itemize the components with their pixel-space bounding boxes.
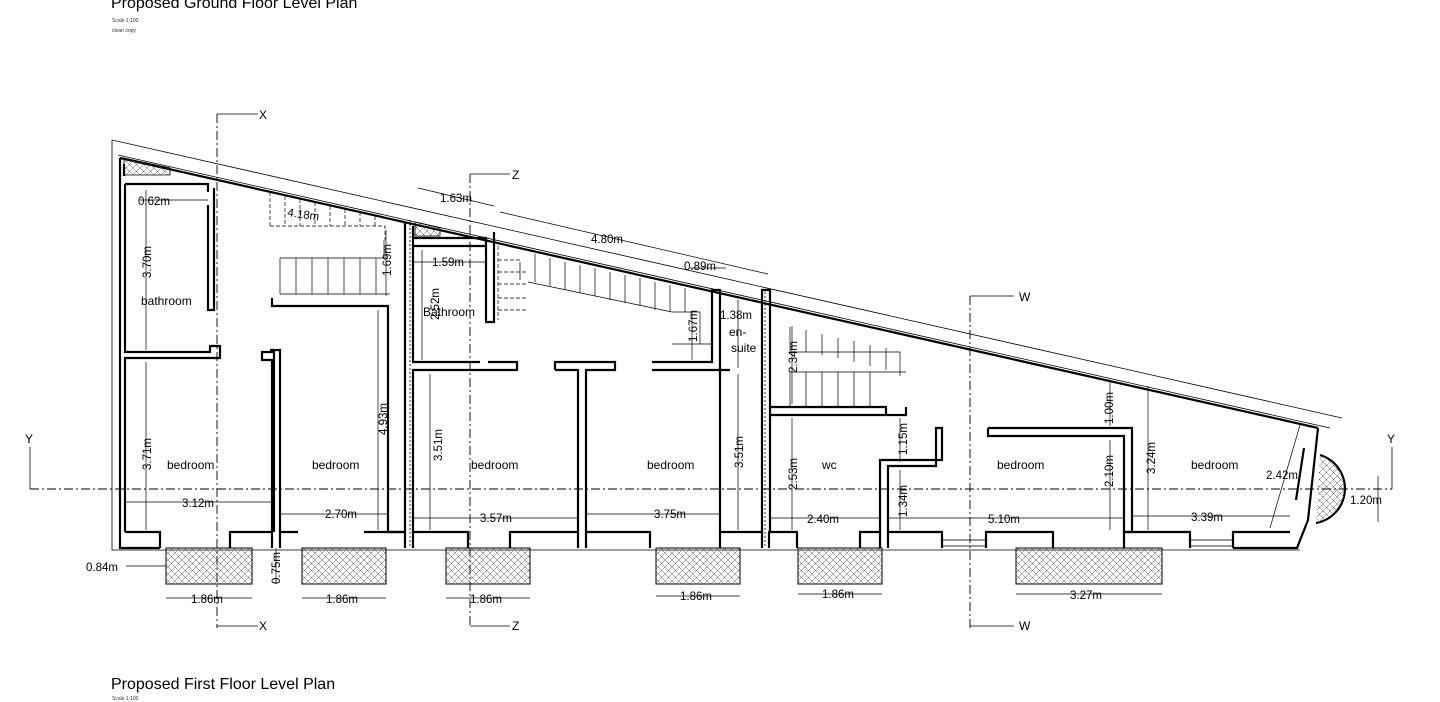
front-walls: [118, 530, 1300, 551]
room-label-ensuite-1: en-: [729, 325, 746, 339]
dim-2-52: 2.52m: [430, 288, 442, 320]
dim-3-71: 3.71m: [142, 438, 154, 470]
section-y-right: Y: [1387, 432, 1395, 446]
dim-1-15: 1.15m: [898, 423, 910, 455]
dim-3-57: 3.57m: [480, 513, 512, 525]
dim-1-67: 1.67m: [688, 310, 700, 342]
section-w-bottom: W: [1019, 619, 1031, 633]
dim-3-51-b: 3.51m: [734, 436, 746, 468]
dim-2-10: 2.10m: [1104, 455, 1116, 487]
dim-3-75: 3.75m: [654, 509, 686, 521]
room-label-bedroom-3: bedroom: [471, 458, 518, 472]
dim-4-80: 4.80m: [591, 234, 623, 246]
dim-3-24: 3.24m: [1146, 442, 1158, 474]
section-y-left: Y: [25, 432, 33, 446]
dim-3-12: 3.12m: [182, 498, 214, 510]
dim-0-84: 0.84m: [86, 562, 118, 574]
section-z-bottom: Z: [512, 619, 519, 633]
first-floor-plan-title: Proposed First Floor Level Plan: [111, 676, 336, 693]
room-label-bedroom-1: bedroom: [167, 458, 214, 472]
site-boundary: [111, 139, 1343, 551]
dim-1-86-b: 1.86m: [326, 594, 358, 606]
dim-1-59: 1.59m: [432, 257, 464, 269]
section-x-bottom: X: [259, 619, 267, 633]
hatched-areas: [123, 157, 1163, 585]
section-x-top: X: [259, 108, 267, 122]
dim-1-69: 1.69m: [382, 244, 394, 276]
dim-1-86-e: 1.86m: [822, 589, 854, 601]
dim-2-34: 2.34m: [788, 341, 800, 373]
room-label-bedroom-2: bedroom: [312, 458, 359, 472]
first-floor-plan-scale: Scale 1:100: [112, 696, 139, 702]
dimension-lines: [126, 187, 1379, 599]
dim-1-34: 1.34m: [898, 485, 910, 517]
dim-1-86-a: 1.86m: [191, 594, 223, 606]
dim-4-18: 4.18m: [287, 207, 320, 223]
dim-3-39: 3.39m: [1191, 512, 1223, 524]
dim-0-75: 0.75m: [271, 552, 283, 584]
dim-2-42: 2.42m: [1266, 470, 1298, 482]
room-label-bathroom-2: Bathroom: [423, 305, 475, 319]
dim-3-27: 3.27m: [1070, 590, 1102, 602]
staircases: [269, 192, 906, 408]
section-z-top: Z: [512, 168, 519, 182]
dim-0-62: 0.62m: [138, 196, 170, 208]
room-label-bathroom: bathroom: [141, 294, 192, 308]
dim-4-93: 4.93m: [378, 403, 390, 435]
dim-2-40: 2.40m: [807, 514, 839, 526]
section-w-top: W: [1019, 290, 1031, 304]
room-label-bedroom-5: bedroom: [997, 458, 1044, 472]
dim-1-86-d: 1.86m: [680, 591, 712, 603]
room-label-bedroom-6: bedroom: [1191, 458, 1238, 472]
dim-5-10: 5.10m: [988, 514, 1020, 526]
ground-floor-plan-scale: Scale 1:100: [112, 18, 139, 24]
internal-walls: [123, 182, 1346, 534]
dim-1-63: 1.63m: [440, 193, 472, 205]
dim-0-89: 0.89m: [684, 261, 716, 273]
ground-floor-plan-title: Proposed Ground Floor Level Plan: [111, 0, 358, 12]
dim-3-70: 3.70m: [142, 246, 154, 278]
room-label-bedroom-4: bedroom: [647, 458, 694, 472]
dim-1-20: 1.20m: [1350, 495, 1382, 507]
dim-3-51-a: 3.51m: [433, 429, 445, 461]
room-label-wc: wc: [821, 458, 837, 472]
ground-floor-plan-note: clean copy: [112, 28, 136, 34]
dim-1-00: 1.00m: [1104, 392, 1116, 424]
dim-2-53: 2.53m: [788, 458, 800, 490]
dim-1-86-c: 1.86m: [470, 594, 502, 606]
dim-1-38: 1.38m: [720, 310, 752, 322]
room-label-ensuite-2: suite: [731, 341, 757, 355]
section-lines: [29, 113, 1393, 628]
dim-2-70: 2.70m: [325, 509, 357, 521]
windows: [941, 539, 1234, 547]
